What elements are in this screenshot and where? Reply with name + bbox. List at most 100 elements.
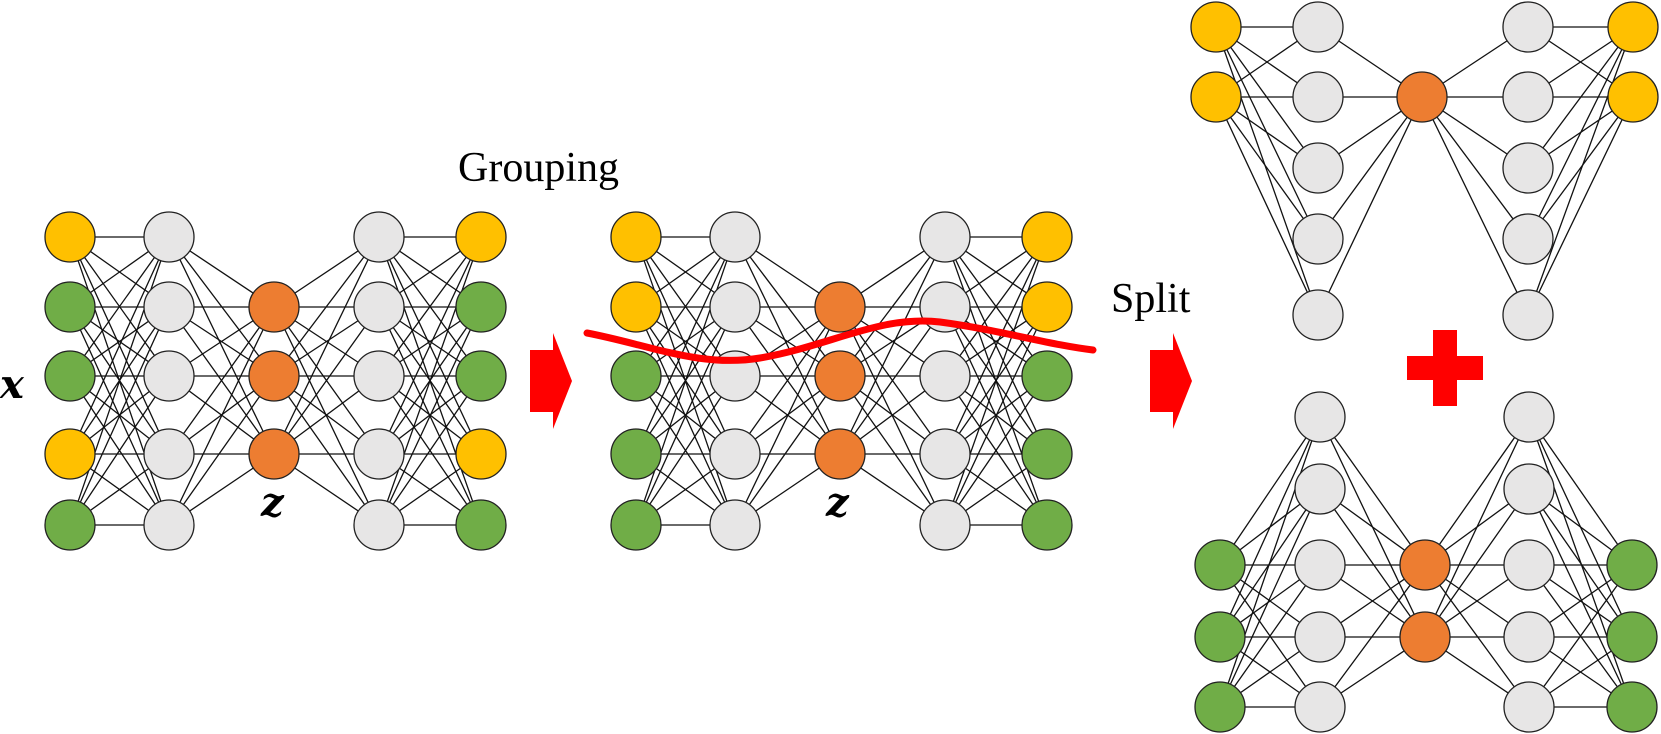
connection-edge [1319, 416, 1426, 566]
connection-edge [839, 236, 946, 455]
connection-edge [273, 306, 380, 526]
split-autoencoder-green-input-node [1194, 539, 1246, 591]
connection-edge [1219, 416, 1321, 638]
connection-edge [1215, 26, 1319, 316]
connection-edge [1527, 96, 1634, 240]
connection-edge [273, 236, 380, 455]
arrow-right-icon [1150, 333, 1192, 429]
grouping-label: Grouping [458, 145, 619, 191]
connection-edge [635, 375, 736, 526]
split-autoencoder-green-hidden-node [1503, 611, 1555, 663]
grouped-autoencoder-input-node [610, 281, 662, 333]
split-autoencoder-yellow-hidden-node [1502, 1, 1554, 53]
original-autoencoder-hidden-node [143, 499, 195, 551]
grouped-autoencoder-input-node [610, 211, 662, 263]
split-autoencoder-yellow-hidden-node [1292, 213, 1344, 265]
connection-edge [1219, 488, 1321, 708]
split-autoencoder-green-hidden-node [1503, 681, 1555, 733]
connection-edge [273, 306, 380, 455]
split-autoencoder-yellow-hidden-node [1502, 213, 1554, 265]
split-autoencoder-green-input-node [1194, 681, 1246, 733]
original-autoencoder-output-node [455, 499, 507, 551]
connection-edge [1317, 96, 1423, 240]
grouped-autoencoder-latent-node [814, 350, 866, 402]
split-autoencoder-green-latent-node [1399, 611, 1451, 663]
connection-edge [69, 236, 170, 377]
connection-edge [1424, 416, 1530, 566]
original-autoencoder-hidden-node [353, 281, 405, 333]
grouped-autoencoder-input-node [610, 350, 662, 402]
original-autoencoder-latent-node [248, 350, 300, 402]
original-autoencoder-hidden-node [353, 428, 405, 480]
grouped-autoencoder-hidden-node [709, 281, 761, 333]
original-autoencoder-hidden-node [353, 211, 405, 263]
grouped-autoencoder-hidden-node [709, 211, 761, 263]
original-autoencoder-input-node [44, 428, 96, 480]
original-autoencoder-input-node [44, 350, 96, 402]
original-autoencoder-input-node [44, 211, 96, 263]
split-autoencoder-green-hidden-node [1503, 391, 1555, 443]
connection-edge [635, 236, 736, 526]
split-autoencoder-green-hidden-node [1294, 611, 1346, 663]
split-autoencoder-yellow-output-node [1607, 71, 1659, 123]
split-autoencoder-yellow-hidden-node [1292, 289, 1344, 341]
connection-edge [734, 236, 841, 455]
original-autoencoder-hidden-node [353, 499, 405, 551]
connection-edge [1215, 96, 1319, 240]
connection-edge [944, 375, 1048, 526]
connection-edge [944, 306, 1048, 526]
connection-edge [944, 236, 1048, 455]
original-autoencoder-output-node [455, 428, 507, 480]
grouped-autoencoder-input-node [610, 499, 662, 551]
grouped-autoencoder-output-node [1021, 211, 1073, 263]
connection-edge [273, 236, 380, 377]
original-autoencoder-output-node [455, 211, 507, 263]
split-autoencoder-green-hidden-node [1294, 539, 1346, 591]
connection-edge [1317, 96, 1423, 316]
split-autoencoder-green-hidden-node [1294, 681, 1346, 733]
split-autoencoder-yellow-input-node [1190, 71, 1242, 123]
original-autoencoder-latent-node [248, 428, 300, 480]
connection-edge [839, 236, 946, 377]
connection-edge [273, 375, 380, 526]
connection-edge [168, 306, 275, 455]
original-autoencoder-output-node [455, 350, 507, 402]
connection-edge [1421, 96, 1529, 316]
connection-edge [1219, 416, 1321, 708]
split-autoencoder-yellow-hidden-node [1292, 1, 1344, 53]
split-autoencoder-green-hidden-node [1503, 539, 1555, 591]
connection-edge [69, 236, 170, 455]
connection-edge [1527, 96, 1634, 316]
connection-edge [1528, 564, 1633, 708]
split-autoencoder-green-latent-node [1399, 539, 1451, 591]
grouped-autoencoder-latent-node [814, 281, 866, 333]
grouped-autoencoder-output-node [1021, 428, 1073, 480]
grouped-autoencoder-hidden-node [709, 428, 761, 480]
connection-edge [1319, 564, 1426, 708]
connection-edge [1319, 488, 1426, 638]
split-autoencoder-green-hidden-node [1294, 463, 1346, 515]
connection-edge [1527, 26, 1634, 316]
original-autoencoder-hidden-node [353, 350, 405, 402]
grouped-autoencoder-hidden-node [919, 428, 971, 480]
connection-edge [69, 375, 170, 526]
split-autoencoder-green-output-node [1606, 681, 1658, 733]
latent-variable-label: z [260, 479, 285, 526]
connection-edge [378, 306, 482, 526]
connection-edge [839, 306, 946, 526]
connection-edge [1219, 416, 1321, 566]
connection-edge [1424, 416, 1530, 638]
split-autoencoder-green-output-node [1606, 611, 1658, 663]
connection-edge [1215, 96, 1319, 316]
connection-edge [1528, 416, 1633, 566]
split-autoencoder-yellow-hidden-node [1502, 71, 1554, 123]
latent-variable-label: z [825, 479, 850, 526]
grouped-autoencoder-output-node [1021, 281, 1073, 333]
split-curve [583, 317, 1097, 364]
grouped-autoencoder-hidden-node [919, 211, 971, 263]
nodes-layer [44, 1, 1659, 733]
connection-edge [839, 306, 946, 455]
grouped-autoencoder-output-node [1021, 499, 1073, 551]
grouped-autoencoder-hidden-node [919, 350, 971, 402]
